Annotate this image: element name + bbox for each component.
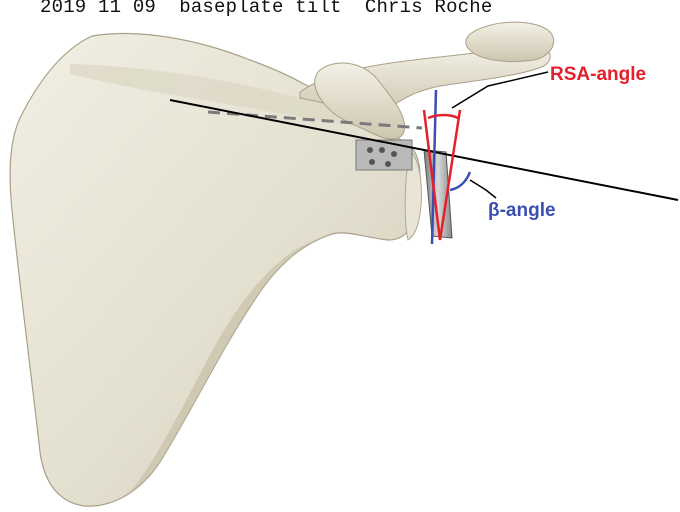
- acromion-tip: [466, 22, 554, 61]
- beta-angle-label: β-angle: [488, 200, 556, 221]
- beta-leader-line: [470, 180, 496, 198]
- rsa-angle-arc: [428, 115, 458, 118]
- baseplate-peg: [356, 140, 412, 170]
- beta-angle-arc: [450, 172, 470, 190]
- rsa-angle-label: RSA-angle: [550, 64, 646, 85]
